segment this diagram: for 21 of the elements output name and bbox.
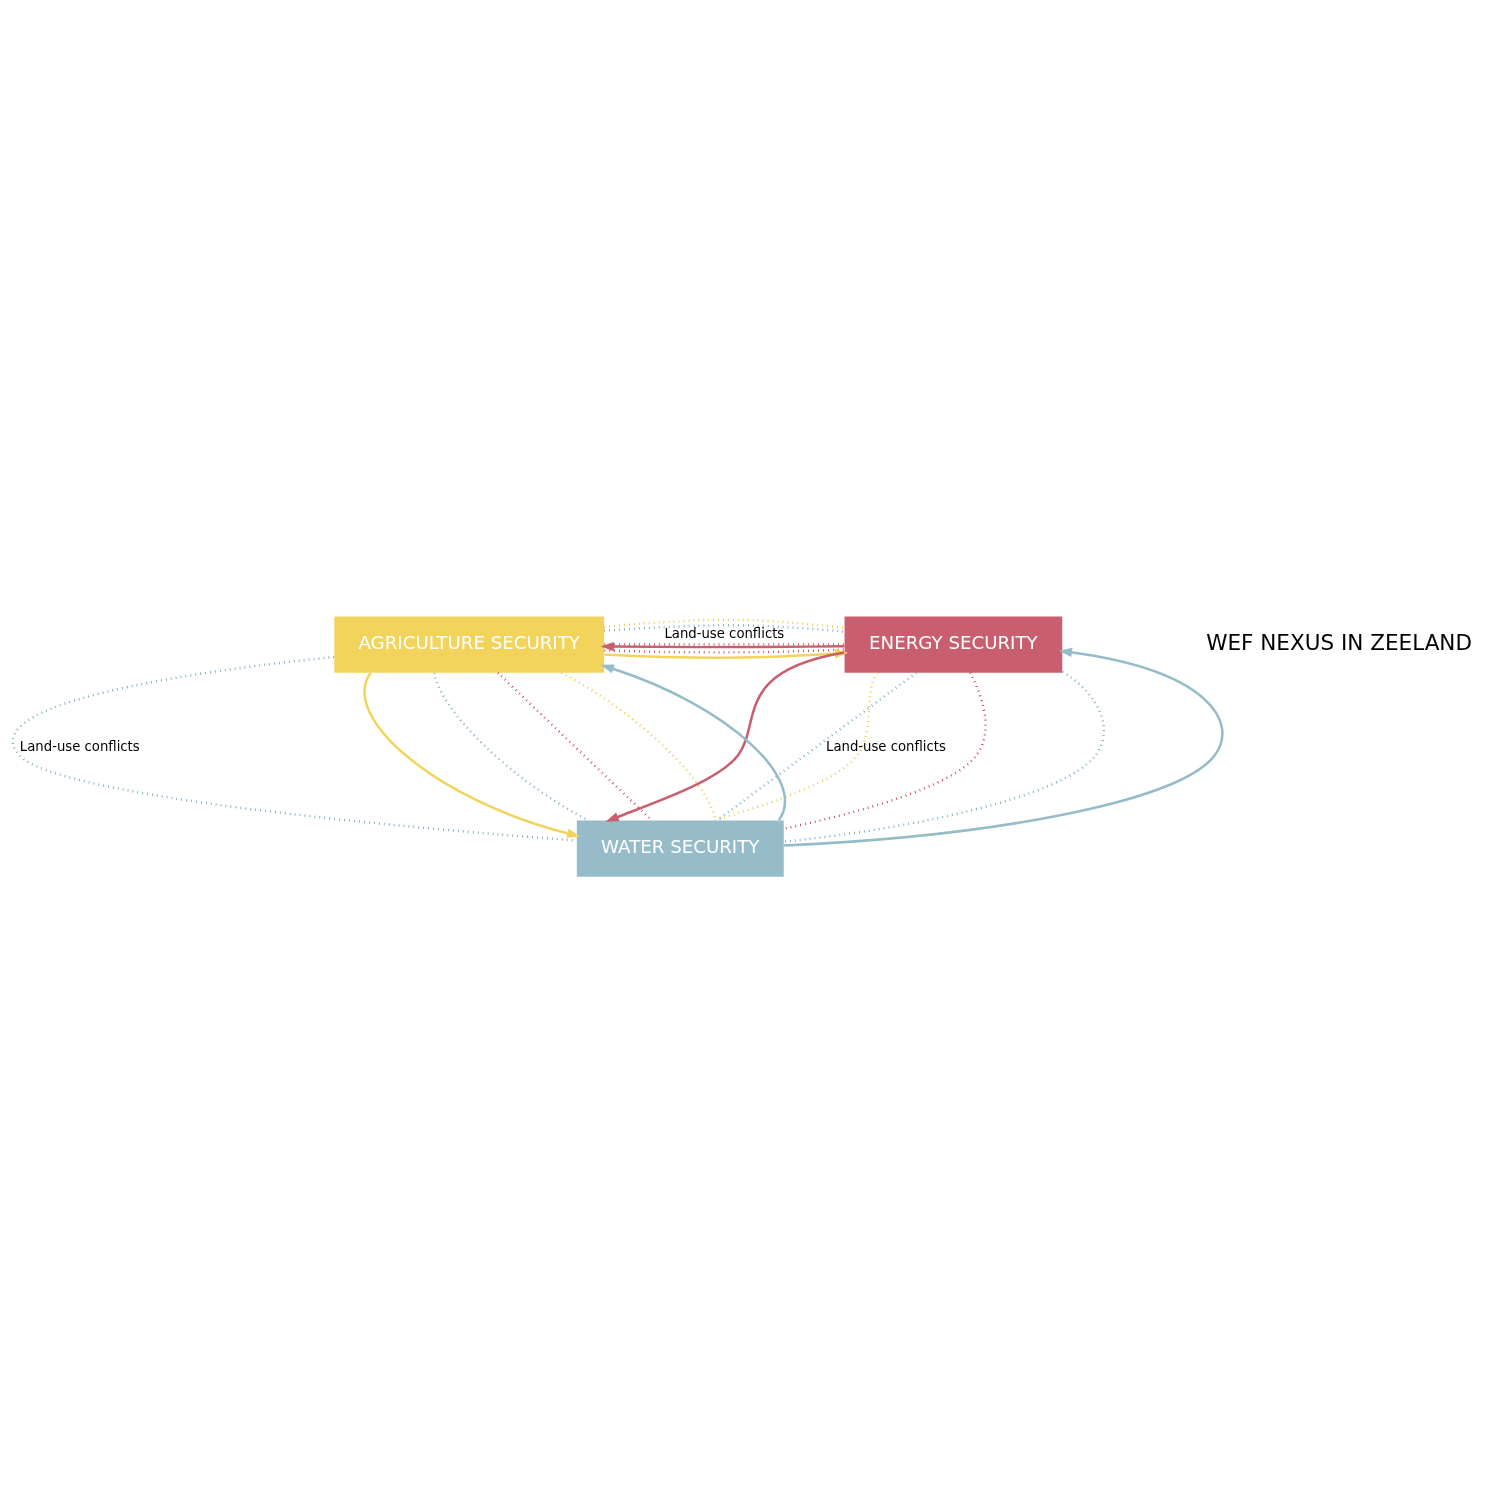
connector <box>604 623 845 633</box>
connector <box>716 671 918 822</box>
connector <box>604 618 845 630</box>
connector <box>714 672 878 822</box>
edge-label: Land-use conflicts <box>664 625 785 641</box>
arrow <box>363 672 581 838</box>
connector <box>560 671 717 821</box>
node-box: WATER SECURITY <box>576 820 784 877</box>
edge-label: Land-use conflicts <box>826 738 946 754</box>
connector <box>497 671 653 822</box>
label: WEF NEXUS IN ZEELAND <box>1206 629 1473 655</box>
arrow <box>600 664 786 821</box>
arrow <box>605 651 845 822</box>
connector <box>604 648 845 654</box>
arrow <box>600 641 845 652</box>
edge-label: Land-use conflicts <box>19 738 140 754</box>
node-box: ENERGY SECURITY <box>844 616 1063 673</box>
connector <box>604 643 845 646</box>
connector <box>783 670 1105 843</box>
node-box: AGRICULTURE SECURITY <box>334 616 605 673</box>
connector <box>783 672 987 830</box>
